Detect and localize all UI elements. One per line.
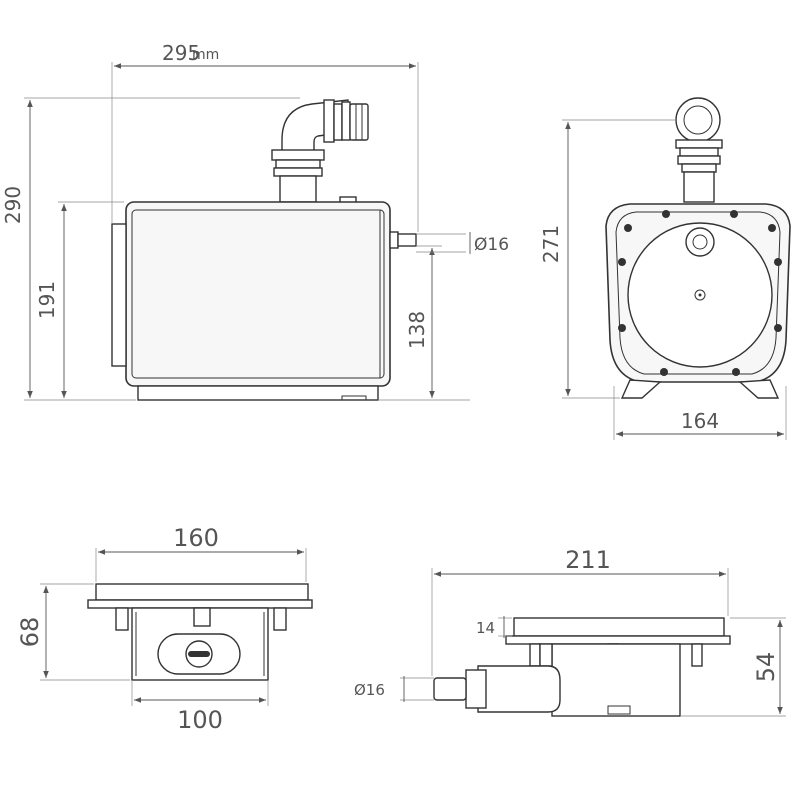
side-inlet-nozzle bbox=[397, 233, 417, 247]
side-base bbox=[137, 385, 379, 401]
section-width-label: 211 bbox=[565, 546, 611, 574]
side-total-height-label: 290 bbox=[1, 186, 25, 224]
section-height-label: 54 bbox=[752, 652, 780, 683]
front-foot-right bbox=[738, 379, 780, 399]
side-width-label: 295 bbox=[162, 41, 200, 65]
plan-height-label: 68 bbox=[16, 617, 44, 648]
section-nozzle bbox=[433, 677, 467, 701]
side-body-height-label: 191 bbox=[35, 281, 59, 319]
plan-flange bbox=[95, 583, 309, 601]
front-center-mark bbox=[694, 289, 706, 301]
front-outlet bbox=[675, 97, 723, 203]
side-inlet-height-label: 138 bbox=[405, 311, 429, 349]
section-pipe-diameter-label: Ø16 bbox=[354, 681, 385, 699]
front-view: 271 164 bbox=[539, 97, 791, 440]
section-flange bbox=[513, 617, 725, 637]
elbow-outlet bbox=[271, 99, 369, 203]
plan-inner-width-label: 100 bbox=[177, 706, 223, 734]
front-foot-left bbox=[620, 379, 662, 399]
section-flange-label: 14 bbox=[476, 619, 495, 637]
front-width-label: 164 bbox=[681, 409, 719, 433]
front-bolts bbox=[618, 210, 782, 376]
section-pipe bbox=[477, 665, 561, 713]
front-height-label: 271 bbox=[539, 225, 563, 263]
units-label: mm bbox=[192, 47, 219, 63]
plan-view: 160 68 100 bbox=[16, 524, 313, 734]
plan-width-label: 160 bbox=[173, 524, 219, 552]
section-body bbox=[551, 643, 681, 717]
front-port bbox=[685, 227, 715, 257]
side-view: 295 mm 290 191 138 Ø16 bbox=[1, 41, 509, 401]
side-housing bbox=[125, 201, 391, 387]
section-view: 211 14 54 Ø16 bbox=[354, 546, 786, 717]
side-inlet-diameter-label: Ø16 bbox=[474, 235, 509, 255]
